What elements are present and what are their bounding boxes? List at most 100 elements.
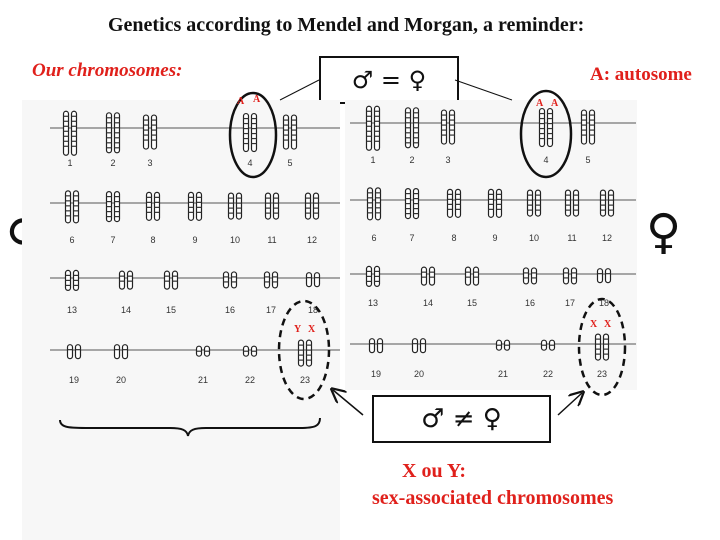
pair23-ellipse-male: [277, 299, 331, 401]
chromosome-pair: [282, 114, 298, 150]
chromosome-pair: [263, 271, 279, 289]
chromosome: [72, 190, 80, 224]
chromosome-pair: [242, 112, 258, 153]
chromosome: [113, 344, 121, 360]
chromosome-number: 9: [192, 235, 197, 245]
chromosome: [366, 187, 374, 221]
chromosome-pair: [487, 188, 503, 218]
chromosome-pair: [596, 268, 612, 284]
chromosome: [171, 270, 179, 290]
chromosome: [487, 188, 495, 218]
allele-label: X: [604, 319, 612, 330]
chromosome: [534, 189, 542, 217]
chromosome-pair: [163, 270, 179, 290]
chromosome: [599, 189, 607, 217]
chromosome-number: 12: [602, 233, 612, 243]
connector-line-right: [454, 79, 513, 101]
chromosome: [126, 270, 134, 290]
chromosome: [376, 338, 384, 354]
chromosome-pair: [580, 109, 596, 145]
chromosome: [235, 192, 243, 220]
allele-label: X: [308, 324, 316, 335]
chromosome-number: 10: [529, 233, 539, 243]
chromosome: [368, 338, 376, 354]
pair23-ellipse-female: [577, 297, 627, 397]
chromosome: [538, 107, 546, 148]
chromosome: [145, 191, 153, 221]
chromosome-pair: [420, 266, 436, 286]
chromosome: [64, 190, 72, 224]
chromosome: [250, 112, 258, 153]
chromosome-number: 14: [121, 305, 131, 315]
chromosome: [297, 339, 305, 367]
chromosome: [305, 339, 313, 367]
chromosome-pair: [113, 344, 129, 360]
chromosome-number: 16: [225, 305, 235, 315]
chromosome-number: 18: [599, 298, 609, 308]
chromosome-pair: [195, 345, 211, 357]
chromosome-pair: [495, 339, 511, 351]
chromosome-pair: [404, 188, 420, 220]
chromosome-number: 20: [414, 369, 424, 379]
chromosome-number: 2: [409, 155, 414, 165]
chromosome-number: 23: [597, 369, 607, 379]
chromosome-pair: [538, 107, 554, 148]
chromosome: [263, 271, 271, 289]
chromosome-pair: [526, 189, 542, 217]
male-karyotype-panel: [22, 100, 340, 540]
our-chromosomes-label: Our chromosomes:: [32, 60, 183, 81]
chromosome-pair: [366, 187, 382, 221]
chromosome: [464, 266, 472, 286]
chromosome: [373, 105, 381, 151]
chromosome-number: 15: [467, 298, 477, 308]
notequal-sex-text: ♂ ≠ ♀: [421, 404, 502, 434]
chromosome: [305, 272, 313, 288]
chromosome-number: 21: [498, 369, 508, 379]
chromosome: [313, 272, 321, 288]
chromosome: [227, 192, 235, 220]
female-symbol-icon: ♀: [646, 204, 682, 260]
equal-sex-text: ♂ = ♀: [351, 66, 427, 94]
chromosome: [602, 333, 610, 361]
sex-chromosomes-label: sex-associated chromosomes: [372, 487, 614, 509]
chromosome-number: 3: [147, 158, 152, 168]
chromosome-pair: [227, 192, 243, 220]
chromosome: [118, 270, 126, 290]
chromosome-pair: [264, 192, 280, 220]
chromosome-pair: [145, 191, 161, 221]
chromosome-pair: [365, 105, 381, 151]
chromosome-pair: [411, 338, 427, 354]
chromosome-number: 19: [69, 375, 79, 385]
chromosome-pair: [540, 339, 556, 351]
chromosome-pair: [594, 333, 610, 361]
chromosome-pair: [365, 265, 381, 287]
chromosome: [596, 268, 604, 284]
chromosome-pair: [304, 192, 320, 220]
chromosome: [74, 344, 82, 360]
chromosome: [222, 271, 230, 289]
chromosome-pair: [522, 267, 538, 285]
chromosome-number: 3: [445, 155, 450, 165]
chromosome: [419, 338, 427, 354]
chromosome-pair: [64, 190, 80, 224]
chromosome-pair: [440, 109, 456, 145]
chromosome-number: 11: [267, 235, 276, 245]
chromosome: [62, 110, 70, 156]
chromosome-number: 5: [585, 155, 590, 165]
allele-label: Y: [294, 324, 302, 335]
chromosome-number: 17: [565, 298, 575, 308]
chromosome-pair: [62, 110, 78, 156]
chromosome-pair: [66, 344, 82, 360]
chromosome: [304, 192, 312, 220]
chromosome-number: 22: [245, 375, 255, 385]
chromosome-number: 16: [525, 298, 535, 308]
xy-label: X ou Y:: [402, 460, 467, 482]
chromosome-number: 1: [67, 158, 72, 168]
chromosome-number: 23: [300, 375, 310, 385]
chromosome: [546, 107, 554, 148]
page-title: Genetics according to Mendel and Morgan,…: [108, 14, 585, 36]
chromosome-number: 6: [371, 233, 376, 243]
chromosome: [562, 267, 570, 285]
chromosome-number: 7: [409, 233, 414, 243]
